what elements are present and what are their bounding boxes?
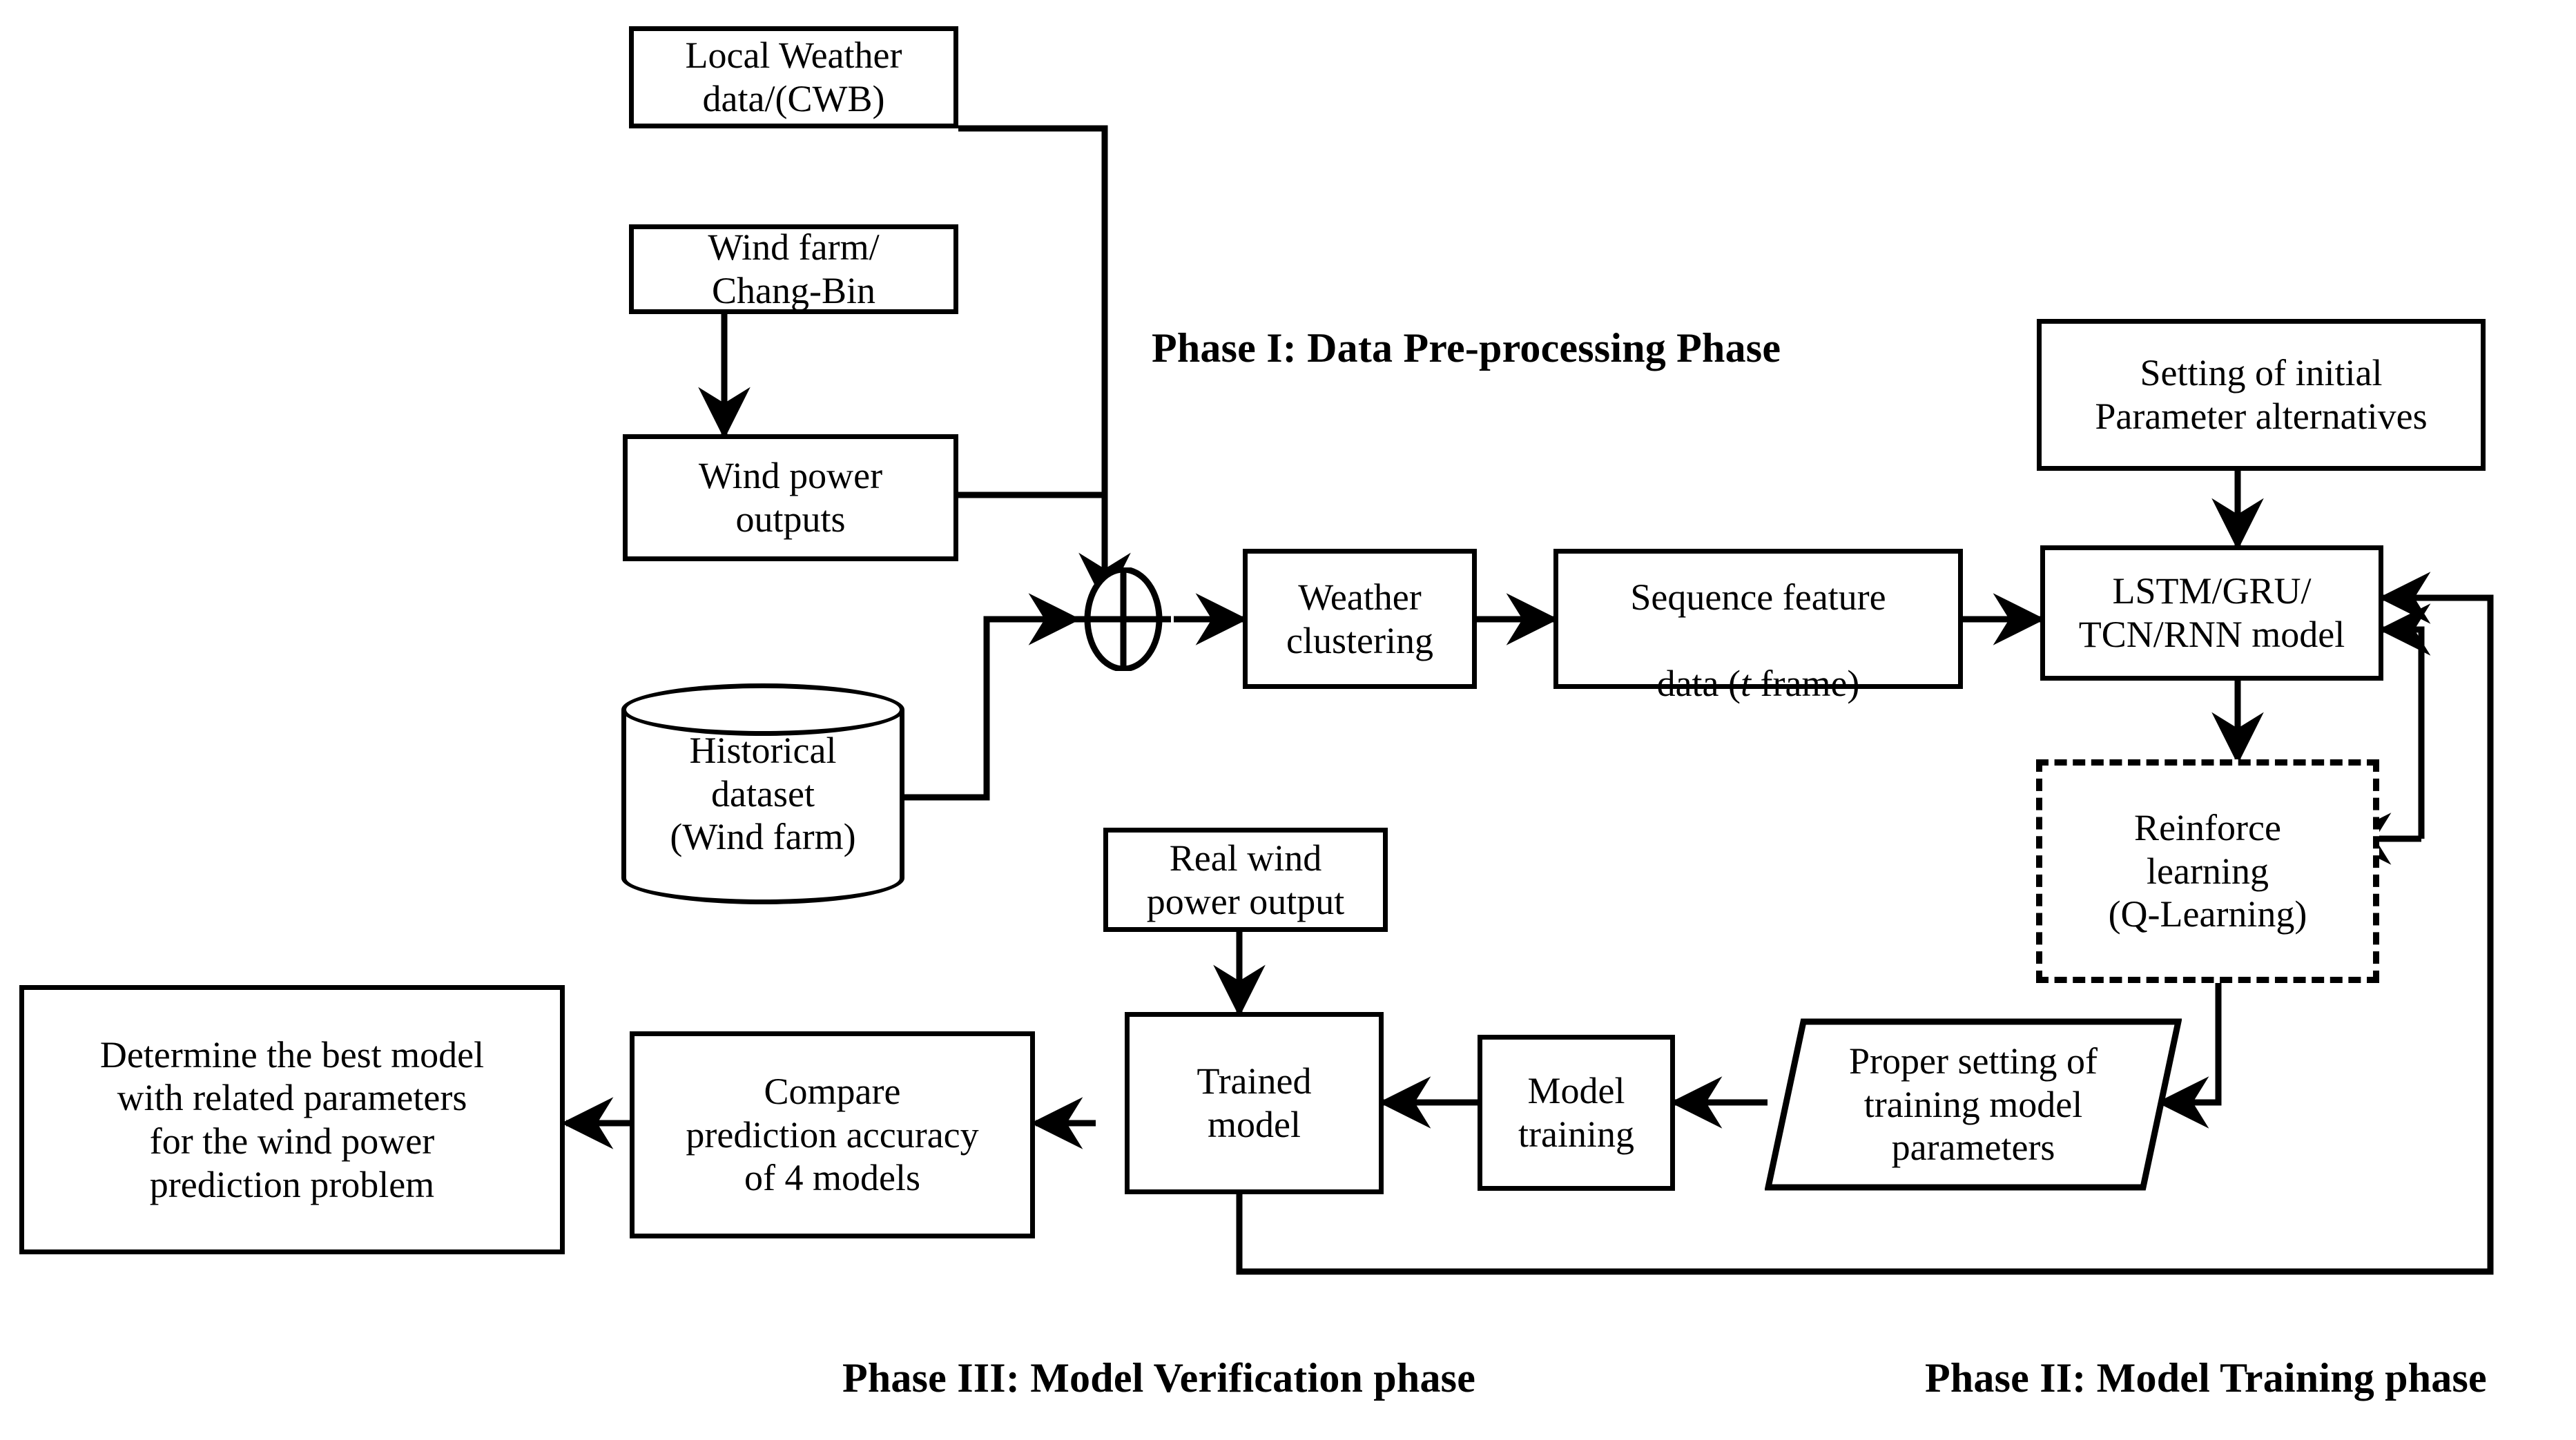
edge-historical-to-sum: [904, 593, 1081, 801]
node-sequence-feature-data-label: Sequence feature data (t frame): [1623, 532, 1892, 706]
node-trained-model-label: Trained model: [1197, 1060, 1312, 1145]
phase-label-1: Phase I: Data Pre-processing Phase: [1152, 325, 1781, 371]
edge-reinforce-to-propersetting: [2156, 983, 2222, 1129]
sequence-line-2-italic: t: [1741, 663, 1752, 705]
node-model-lstm-gru-tcn-rnn[interactable]: LSTM/GRU/ TCN/RNN model: [2040, 545, 2383, 681]
node-local-weather-label: Local Weather data/(CWB): [685, 35, 902, 119]
node-historical-dataset-label: Historical dataset (Wind farm): [670, 730, 856, 858]
cylinder-cap: [621, 683, 904, 736]
node-local-weather[interactable]: Local Weather data/(CWB): [629, 26, 958, 128]
node-compare-prediction-accuracy[interactable]: Compare prediction accuracy of 4 models: [630, 1031, 1035, 1238]
node-model-training-label: Model training: [1518, 1070, 1634, 1155]
sequence-line-1: Sequence feature: [1630, 576, 1886, 618]
node-determine-best-model-label: Determine the best model with related pa…: [99, 1033, 485, 1205]
sequence-line-2-head: data (: [1656, 663, 1741, 705]
node-weather-clustering-label: Weather clustering: [1286, 576, 1433, 661]
edge-feedback-outer-to-model: [1236, 572, 2494, 1275]
phase-label-3: Phase III: Model Verification phase: [842, 1355, 1476, 1401]
cylinder-body: [621, 710, 904, 878]
node-wind-farm-label: Wind farm/ Chang-Bin: [708, 226, 880, 311]
node-compare-prediction-accuracy-label: Compare prediction accuracy of 4 models: [686, 1071, 979, 1199]
node-proper-setting-parameters[interactable]: Proper setting of training model paramet…: [1764, 1018, 2182, 1191]
node-weather-clustering[interactable]: Weather clustering: [1243, 549, 1477, 689]
node-sequence-feature-data[interactable]: Sequence feature data (t frame): [1553, 549, 1963, 704]
node-proper-setting-parameters-label: Proper setting of training model paramet…: [1849, 1040, 2098, 1169]
node-trained-model[interactable]: Trained model: [1125, 1012, 1384, 1194]
node-real-wind-power-output-label: Real wind power output: [1146, 837, 1345, 922]
node-wind-power-outputs[interactable]: Wind power outputs: [623, 434, 958, 561]
node-reinforce-learning[interactable]: Reinforce learning (Q-Learning): [2036, 759, 2379, 983]
node-setting-initial-parameters[interactable]: Setting of initial Parameter alternative…: [2037, 319, 2486, 471]
node-model-lstm-gru-tcn-rnn-label: LSTM/GRU/ TCN/RNN model: [2078, 570, 2345, 655]
node-setting-initial-parameters-label: Setting of initial Parameter alternative…: [2095, 352, 2428, 437]
edge-localweather-to-sum: [958, 125, 1131, 605]
node-model-training[interactable]: Model training: [1478, 1035, 1675, 1191]
node-wind-power-outputs-label: Wind power outputs: [698, 455, 883, 540]
node-wind-farm[interactable]: Wind farm/ Chang-Bin: [629, 224, 958, 314]
parallelogram-shape: [1764, 1018, 2182, 1191]
node-reinforce-learning-label: Reinforce learning (Q-Learning): [2108, 807, 2307, 935]
edge-feedback-inner-to-model: [2378, 603, 2431, 839]
sequence-line-2-tail: frame): [1751, 663, 1860, 705]
node-historical-dataset[interactable]: Historical dataset (Wind farm): [621, 683, 904, 904]
node-real-wind-power-output[interactable]: Real wind power output: [1103, 828, 1388, 932]
node-determine-best-model[interactable]: Determine the best model with related pa…: [19, 985, 565, 1254]
node-summing-junction[interactable]: [1072, 566, 1175, 672]
phase-label-2: Phase II: Model Training phase: [1925, 1355, 2487, 1401]
